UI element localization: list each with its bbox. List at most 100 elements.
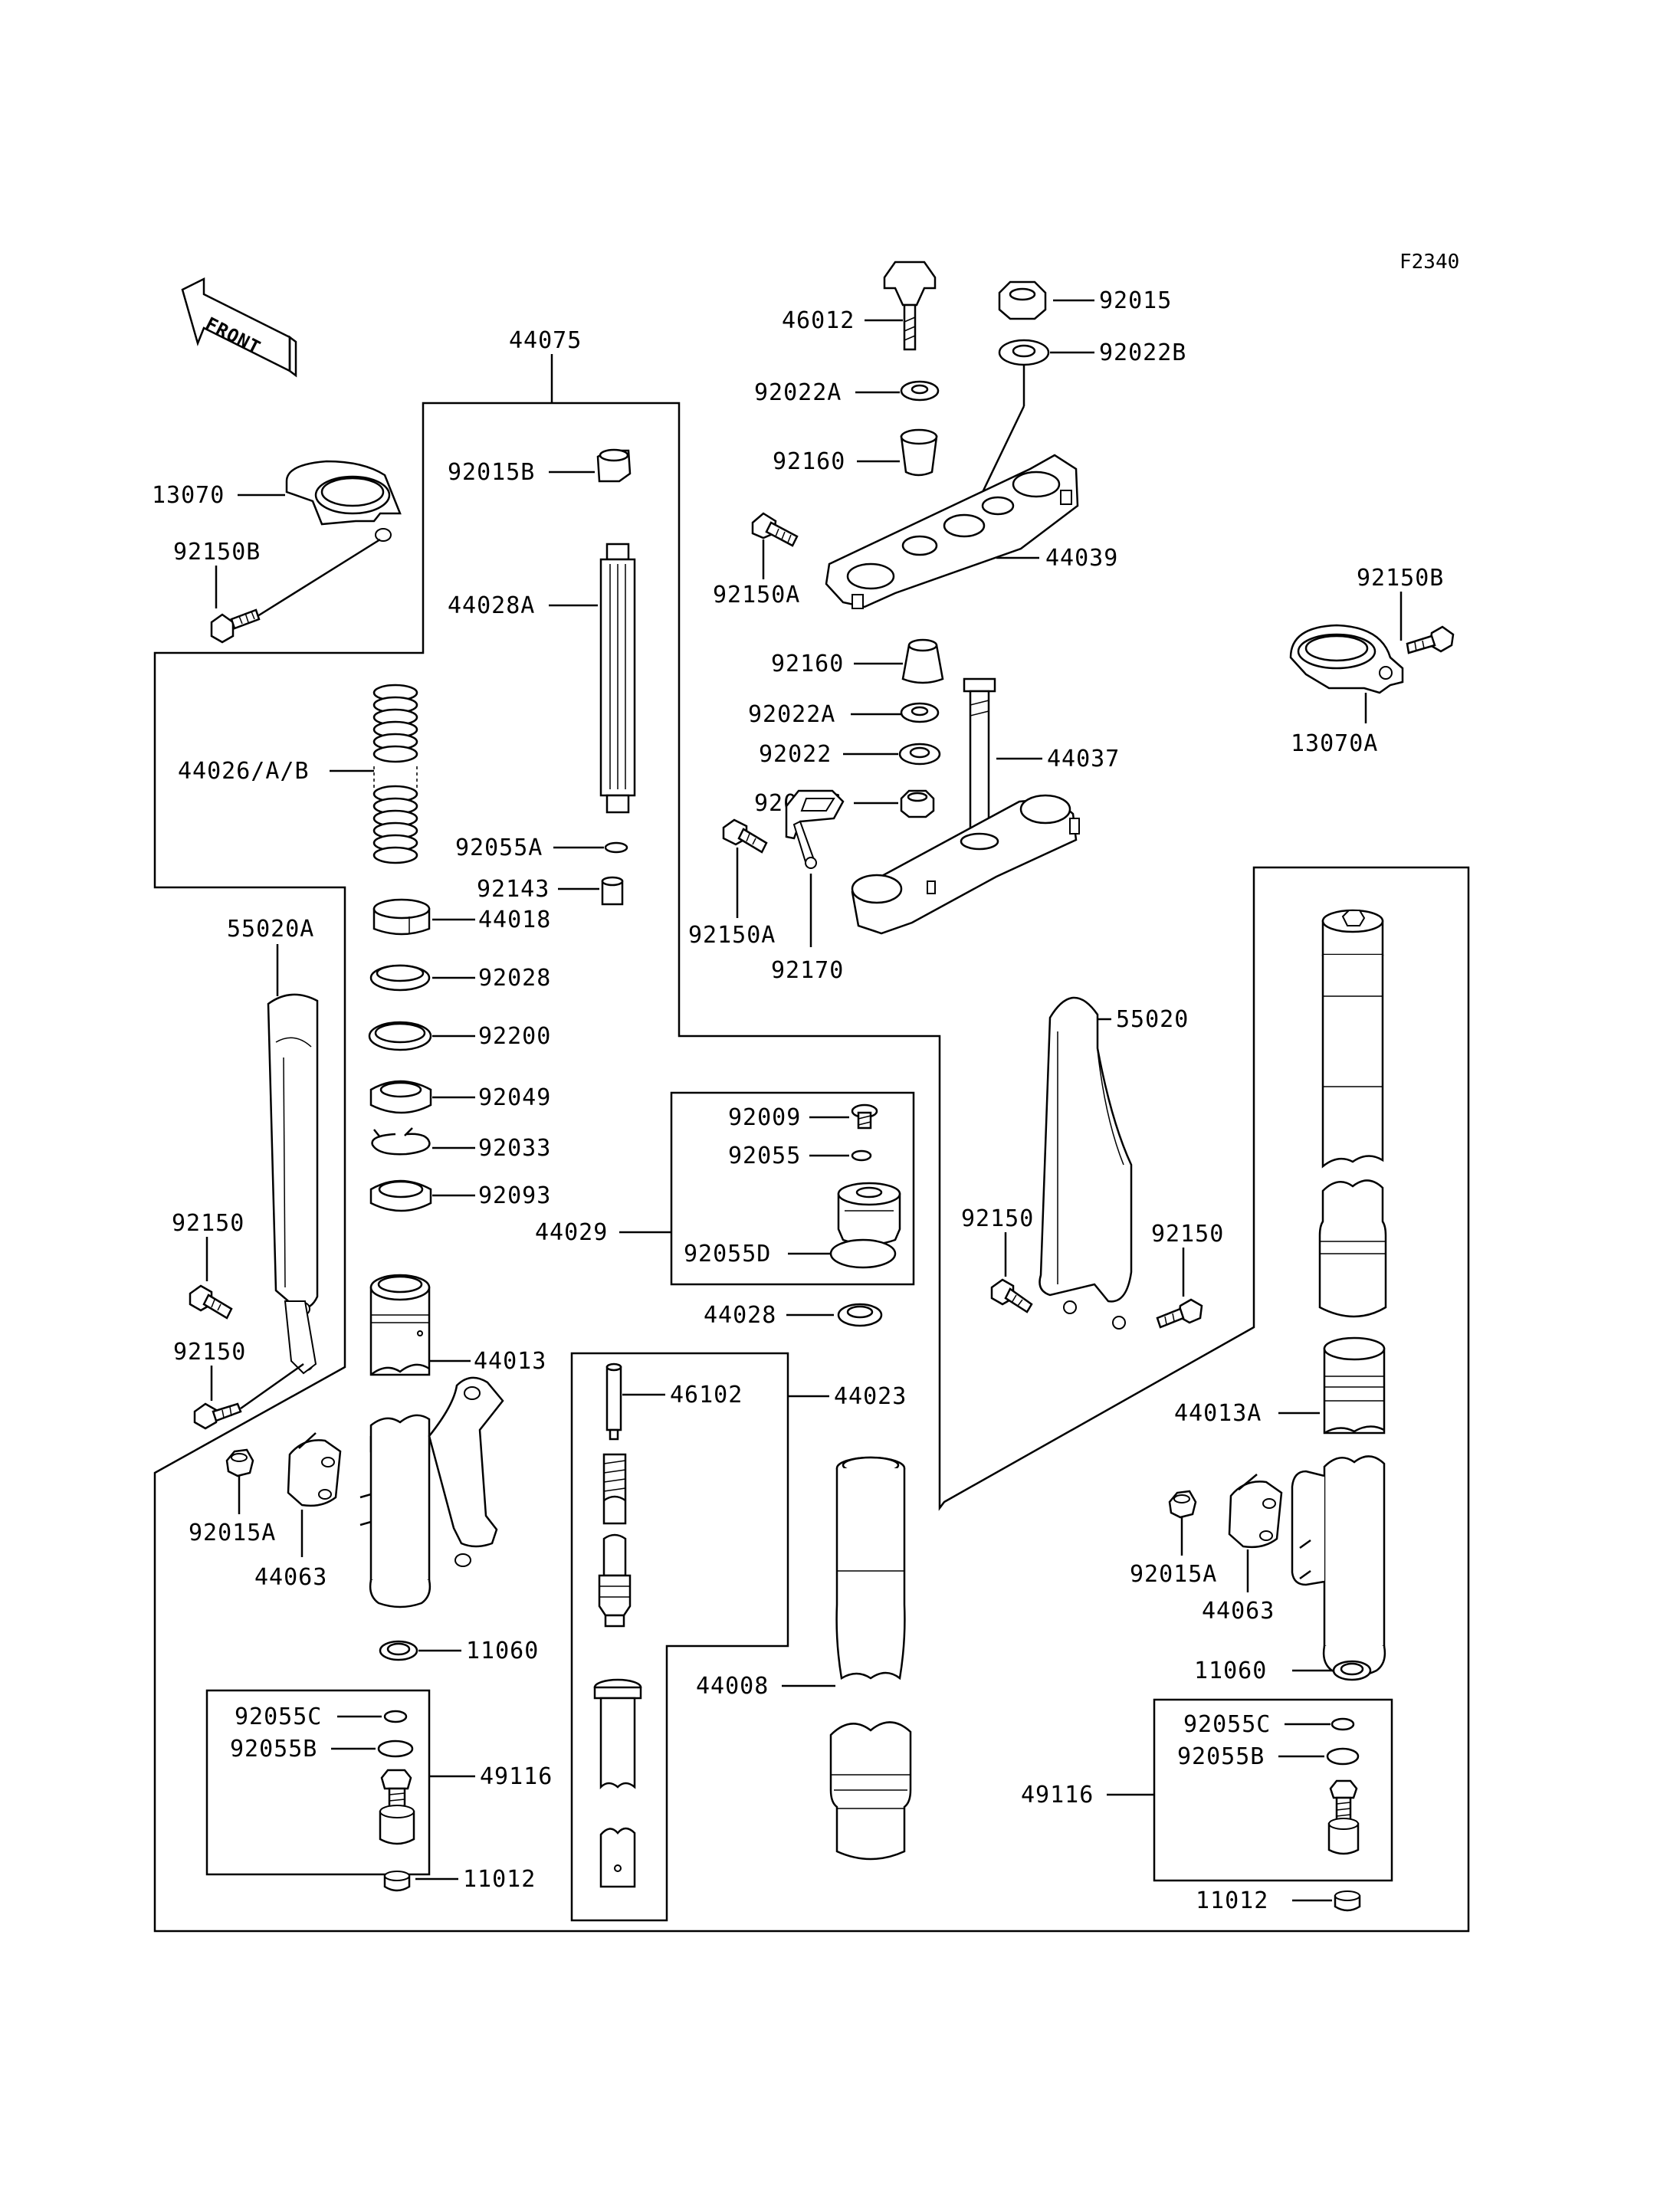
label-92049: 92049: [478, 1084, 551, 1111]
label-92150-r2: 92150: [1151, 1221, 1224, 1248]
bolt-11012-left: [383, 1871, 411, 1892]
washer-92022: [898, 743, 941, 766]
box-49116-left: [205, 1689, 431, 1876]
label-46102: 46102: [670, 1382, 743, 1408]
rubber-damper-92160-top: [900, 428, 938, 477]
outline-44023: [570, 1352, 789, 1922]
inner-tube-44008: [829, 1456, 912, 1861]
label-55020: 55020: [1116, 1006, 1189, 1033]
box-49116-right: [1153, 1698, 1393, 1882]
label-92150-l2: 92150: [173, 1339, 246, 1366]
label-92055A: 92055A: [455, 835, 543, 861]
label-92200: 92200: [478, 1023, 551, 1050]
bolt-92150-l1: [189, 1284, 233, 1320]
label-92022A-top: 92022A: [754, 379, 842, 406]
valve-stack-44023: [598, 1453, 632, 1628]
gasket-11060-right: [1332, 1660, 1372, 1681]
oring-92055C-left: [383, 1710, 408, 1723]
label-11012-right: 11012: [1196, 1887, 1268, 1914]
inner-tube-right: [1318, 909, 1387, 1318]
label-92033: 92033: [478, 1135, 551, 1162]
fork-guard-55020A: [267, 993, 319, 1375]
label-44013: 44013: [474, 1348, 546, 1375]
outer-tube-44013A: [1291, 1336, 1386, 1677]
cartridge-tube-44023: [593, 1678, 642, 1888]
clamp-13070A: [1289, 624, 1404, 694]
spacer-44018: [372, 898, 431, 936]
label-44008: 44008: [696, 1673, 769, 1700]
label-44029: 44029: [535, 1219, 608, 1246]
bolt-92150B-right: [1406, 625, 1455, 654]
upper-bracket-44039: [825, 454, 1079, 609]
oring-92055: [851, 1149, 872, 1162]
washer-92022B: [998, 339, 1050, 366]
label-44075: 44075: [509, 327, 582, 354]
label-44039: 44039: [1045, 545, 1118, 572]
gasket-11060-left: [379, 1640, 418, 1661]
washer-92022A-mid: [900, 702, 940, 723]
label-13070A: 13070A: [1291, 730, 1378, 757]
label-92093: 92093: [478, 1182, 551, 1209]
label-92150A-top: 92150A: [713, 582, 800, 608]
label-92015A-left: 92015A: [189, 1520, 276, 1546]
label-92150A-mid: 92150A: [688, 922, 776, 949]
axle-clamp-44063-left: [287, 1432, 342, 1507]
label-11060-left: 11060: [466, 1638, 539, 1664]
label-92028: 92028: [478, 965, 551, 992]
nut-92015B: [596, 448, 632, 483]
fork-cap-44029: [837, 1182, 901, 1246]
label-44026: 44026/A/B: [178, 758, 310, 785]
clamp-13070: [285, 460, 402, 542]
label-44037: 44037: [1047, 746, 1120, 772]
bolt-92150A-top: [751, 512, 799, 547]
oring-92055B-left: [377, 1740, 414, 1758]
label-55020A: 55020A: [227, 916, 314, 943]
collar-44028: [837, 1303, 883, 1327]
bolt-92150B-left: [210, 608, 261, 644]
label-44013A: 44013A: [1174, 1400, 1262, 1427]
label-92022: 92022: [759, 741, 832, 768]
figure-code: F2340: [1399, 251, 1459, 274]
oring-92055C-right: [1331, 1717, 1355, 1731]
label-49116-right: 49116: [1021, 1782, 1094, 1808]
bolt-92150A-mid: [722, 818, 768, 854]
nut-92015A-left: [225, 1448, 254, 1477]
label-92055D: 92055D: [684, 1241, 771, 1267]
label-44028: 44028: [704, 1302, 776, 1329]
collar-92143: [601, 876, 624, 906]
outline-44075: [153, 402, 1470, 1933]
label-13070: 13070: [152, 482, 225, 509]
brake-hose-guide-92170: [785, 789, 845, 869]
rod-46102: [605, 1362, 622, 1441]
bolt-92150-l2: [193, 1402, 242, 1430]
washer-92200: [368, 1021, 432, 1051]
label-92150B-right: 92150B: [1357, 565, 1444, 592]
front-arrow-icon: FRONT: [181, 277, 297, 378]
nut-92015: [998, 280, 1047, 320]
label-44023: 44023: [834, 1383, 907, 1410]
label-11060-right: 11060: [1194, 1658, 1267, 1684]
steering-damper-bolt-46012: [883, 261, 937, 351]
label-92143: 92143: [477, 876, 550, 903]
label-92150B-left: 92150B: [173, 539, 261, 566]
circlip-92033: [371, 1127, 431, 1156]
label-44018: 44018: [478, 907, 551, 933]
nut-92015C: [900, 789, 935, 818]
box-44029: [670, 1091, 915, 1286]
label-92170: 92170: [771, 957, 844, 984]
valve-49116-left: [379, 1769, 415, 1845]
fork-spring-44026: [372, 684, 418, 864]
label-92055C-right: 92055C: [1183, 1711, 1271, 1738]
dust-seal-92093: [369, 1179, 432, 1212]
label-92022B: 92022B: [1099, 339, 1186, 366]
label-49116-left: 49116: [480, 1763, 553, 1790]
rubber-damper-92160-mid: [901, 638, 944, 684]
oring-92055B-right: [1326, 1747, 1360, 1766]
label-92015A-right: 92015A: [1130, 1561, 1217, 1588]
label-11012-left: 11012: [463, 1866, 536, 1893]
lower-bracket-stem-44037: [851, 677, 1080, 935]
label-92055C-left: 92055C: [235, 1703, 322, 1730]
bolt-11012-right: [1334, 1890, 1361, 1912]
label-92009: 92009: [728, 1104, 801, 1131]
